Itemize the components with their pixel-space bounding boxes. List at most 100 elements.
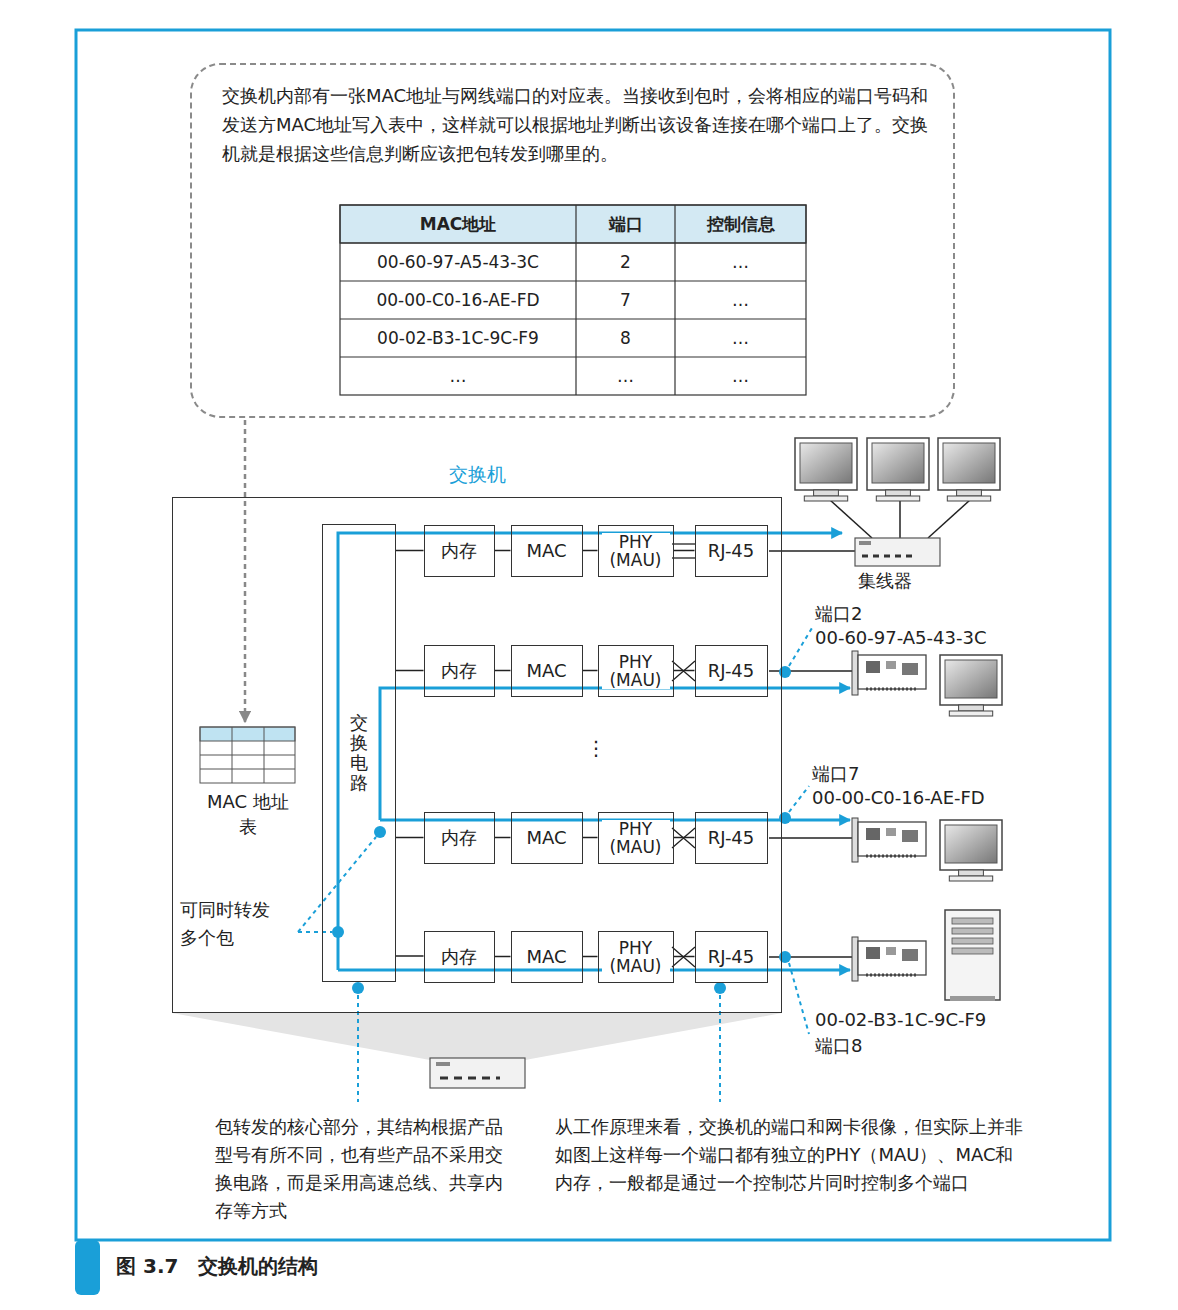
mac-box: MAC	[511, 525, 583, 577]
connector-line	[396, 955, 424, 957]
table-cell: 控制信息	[675, 205, 806, 243]
port-number: 端口2	[815, 602, 895, 626]
switch-icon	[430, 1058, 525, 1088]
callout-box: 交换机内部有一张MAC地址与网线端口的对应表。当接收到包时，会将相应的端口号码和…	[190, 63, 955, 418]
table-cell: …	[675, 281, 806, 319]
rj45-box: RJ-45	[695, 812, 768, 864]
table-cell: 00-00-C0-16-AE-FD	[340, 281, 576, 319]
nic-icon	[852, 818, 926, 862]
switch-circuit-box: 交换电路	[322, 524, 396, 982]
mac-table	[340, 205, 806, 395]
port-number: 端口8	[815, 1034, 895, 1058]
rj45-box: RJ-45	[695, 645, 768, 697]
box-label: PHY (MAU)	[602, 939, 670, 975]
connector-line	[674, 956, 695, 958]
mac-address: 00-02-B3-1C-9C-F9	[815, 1008, 1015, 1032]
memory-box: 内存	[424, 525, 495, 577]
box-label: RJ-45	[706, 828, 757, 848]
box-label: RJ-45	[706, 661, 757, 681]
leader-line	[298, 628, 812, 1102]
table-cell: 7	[576, 281, 675, 319]
callout-note: 包转发的核心部分，其结构根据产品型号有所不同，也有些产品不采用交换电路，而是采用…	[215, 1113, 511, 1225]
monitor-icon	[867, 438, 929, 501]
table-cell: 00-60-97-A5-43-3C	[340, 243, 576, 281]
callout-note: 可同时转发多个包	[180, 896, 276, 952]
table-cell: …	[675, 357, 806, 395]
callout-note: 从工作原理来看，交换机的端口和网卡很像，但实际上并非如图上这样每一个端口都有独立…	[555, 1113, 1027, 1197]
monitor-icon	[940, 820, 1002, 881]
packet-flow	[338, 533, 850, 970]
box-label: PHY (MAU)	[602, 533, 670, 569]
table-cell: …	[576, 357, 675, 395]
mac-box: MAC	[511, 812, 583, 864]
device-label: 集线器	[858, 569, 938, 593]
callout-text: 交换机内部有一张MAC地址与网线端口的对应表。当接收到包时，会将相应的端口号码和…	[222, 81, 934, 168]
box-label: MAC	[524, 828, 568, 848]
table-cell: 8	[576, 319, 675, 357]
table-name: MAC 地址表	[203, 789, 293, 839]
connector-line	[396, 837, 424, 839]
memory-box: 内存	[424, 931, 495, 983]
ellipsis-mark: ⋮	[586, 736, 606, 760]
table-cell: 端口	[576, 205, 675, 243]
box-label: 内存	[439, 541, 479, 561]
caption-tab	[75, 1240, 100, 1295]
table-cell: 00-02-B3-1C-9C-F9	[340, 319, 576, 357]
connector-line	[583, 670, 598, 672]
figure-frame	[76, 30, 1110, 1240]
connector-line	[495, 670, 511, 672]
connector-line	[583, 837, 598, 839]
nic-icon	[852, 651, 926, 695]
box-label: MAC	[524, 947, 568, 967]
box-label: PHY (MAU)	[602, 820, 670, 856]
table-cell: …	[340, 357, 576, 395]
connector-line	[396, 670, 424, 672]
rj45-box: RJ-45	[695, 931, 768, 983]
phy-box: PHY (MAU)	[598, 931, 674, 983]
connector-line	[583, 956, 598, 958]
connector-line	[583, 550, 598, 552]
connector-line	[495, 956, 511, 958]
monitor-icon	[938, 438, 1000, 501]
table-cell: …	[675, 243, 806, 281]
pointer-line	[244, 420, 247, 722]
mac-box: MAC	[511, 645, 583, 697]
mac-address: 00-60-97-A5-43-3C	[815, 626, 1015, 650]
server-icon	[945, 910, 1000, 1001]
box-label: MAC	[524, 541, 568, 561]
mac-address: 00-00-C0-16-AE-FD	[812, 786, 1012, 810]
memory-box: 内存	[424, 645, 495, 697]
rj45-box: RJ-45	[695, 525, 768, 577]
connector-line	[396, 550, 424, 552]
monitor-icon	[795, 438, 857, 501]
zoom-wedge	[172, 1013, 782, 1060]
box-label: PHY (MAU)	[602, 653, 670, 689]
hub-icon	[855, 538, 940, 566]
connector-line	[495, 837, 511, 839]
nic-icon	[852, 937, 926, 981]
table-cell: …	[675, 319, 806, 357]
box-label: 内存	[439, 661, 479, 681]
box-label: 内存	[439, 828, 479, 848]
callout-dot	[332, 666, 791, 994]
box-label: 内存	[439, 947, 479, 967]
mac-box: MAC	[511, 931, 583, 983]
table-cell: MAC地址	[340, 205, 576, 243]
memory-box: 内存	[424, 812, 495, 864]
box-label: 交换电路	[348, 713, 370, 793]
box-label: RJ-45	[706, 541, 757, 561]
monitor-icon	[940, 655, 1002, 716]
port-number: 端口7	[812, 762, 892, 786]
connector-line	[495, 550, 511, 552]
connector-line	[674, 837, 695, 839]
switch-box: 交换机交换电路内存MACPHY (MAU)RJ-45内存MACPHY (MAU)…	[172, 497, 782, 1013]
box-label: RJ-45	[706, 947, 757, 967]
phy-box: PHY (MAU)	[598, 525, 674, 577]
phy-box: PHY (MAU)	[598, 645, 674, 697]
connector-line	[674, 670, 695, 672]
cable	[769, 500, 970, 957]
table-cell: 2	[576, 243, 675, 281]
box-label: MAC	[524, 661, 568, 681]
